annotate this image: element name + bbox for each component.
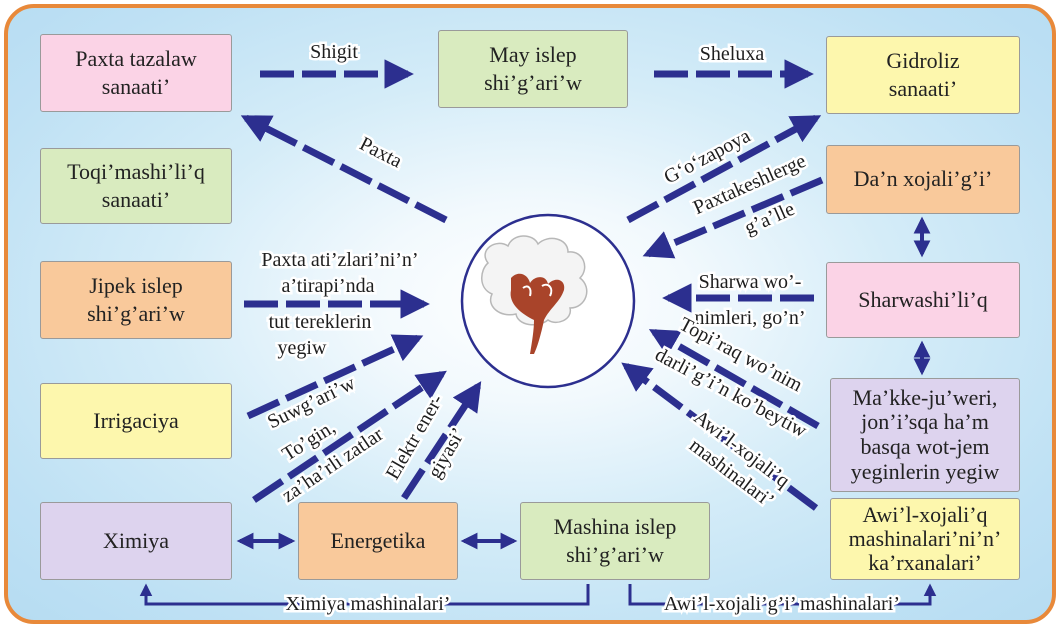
diagram-frame: Paxta tazalaw sanaati’ May islep shi’g’a… [4, 4, 1056, 624]
label-tut-1: Paxta ati’zlari’ni’n’ [261, 249, 418, 271]
arrows-layer: Shigit Sheluxa Paxta G‘o‘zapoya Paxtakes… [8, 8, 1052, 620]
label-ximiya-mashinalari: Ximiya mashinalari’ [286, 593, 451, 615]
label-sharwa-1: Sharwa wo’- [699, 271, 802, 293]
label-shigit: Shigit [310, 41, 358, 63]
label-tut-3: tut tereklerin [269, 311, 372, 333]
label-tut-4: yegiw [278, 337, 327, 359]
arrow-paxta [246, 118, 446, 220]
label-awil-xojaligi-mashinalari: Awi’l-xojali’g’i’ mashinalari’ [664, 593, 900, 615]
label-tut-2: a’tirapi’nda [282, 275, 375, 297]
label-sheluxa: Sheluxa [700, 43, 765, 65]
label-paxta: Paxta [356, 133, 406, 173]
